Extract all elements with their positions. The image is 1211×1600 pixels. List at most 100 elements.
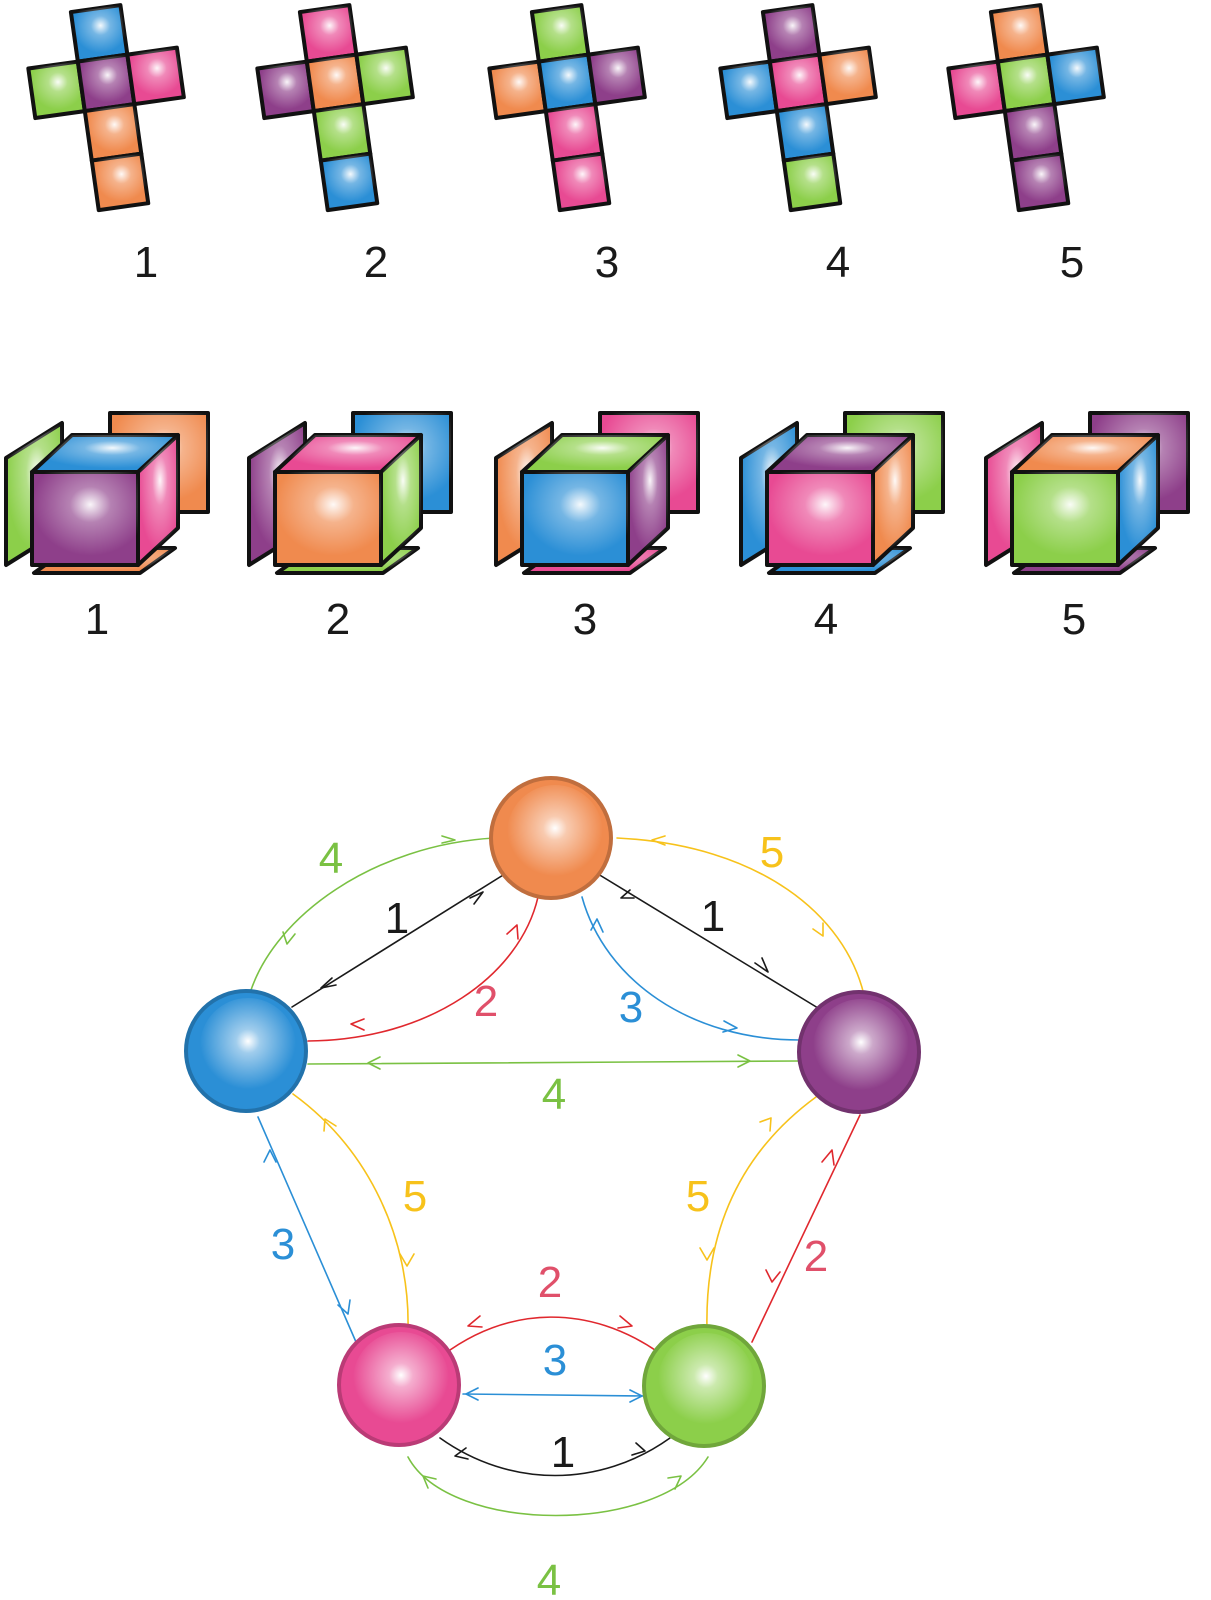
edge-labels: 4 1 5 1 2 3 4 5 3 5 2 2 3 1 4 <box>271 828 828 1600</box>
cube-2-label: 2 <box>326 595 350 644</box>
net-1-face-bottom1-sheen <box>84 104 142 161</box>
arrowhead-purple-from-green-2 <box>821 1149 835 1166</box>
edge-purple-green-5 <box>706 1096 817 1331</box>
edge-label-orange-blue-2: 2 <box>474 977 498 1026</box>
net-2-face-bottom1-sheen <box>313 104 371 161</box>
cube-4-label: 4 <box>814 595 838 644</box>
net-5-label: 5 <box>1060 238 1084 287</box>
net-3-face-right-sheen <box>588 47 645 105</box>
graph-edges <box>249 837 865 1517</box>
node-purple <box>797 990 921 1114</box>
cube-5-right-sheen <box>1118 435 1158 565</box>
arrowhead-orange-from-blue-4 <box>441 835 456 844</box>
arrowhead-purple-from-green-5 <box>759 1117 772 1132</box>
arrowhead-blue-from-purple-4 <box>367 1056 381 1070</box>
net-5-face-center-sheen <box>997 54 1055 112</box>
arrowhead-pink-from-green-3 <box>465 1387 479 1401</box>
arrowhead-blue-from-orange-2 <box>350 1018 365 1031</box>
edge-label-blue-pink-3: 3 <box>271 1220 295 1269</box>
arrowhead-purple-from-orange-5 <box>812 922 824 937</box>
arrowhead-pink-from-green-1 <box>454 1447 469 1460</box>
net-4-face-bottom2-sheen <box>783 153 841 211</box>
node-green <box>642 1324 766 1448</box>
edge-arrowheads <box>263 835 835 1490</box>
net-4-face-top-sheen <box>762 5 820 62</box>
arrowhead-green-from-purple-2 <box>765 1269 781 1283</box>
edge-blue-pink-3 <box>257 1116 357 1343</box>
arrowhead-green-from-pink-3 <box>629 1389 643 1403</box>
cube-1-right-sheen <box>138 435 178 565</box>
net-1 <box>26 3 186 213</box>
net-1-face-left-sheen <box>28 61 85 119</box>
arrowhead-blue-from-pink-5 <box>323 1118 337 1132</box>
net-2-face-right-sheen <box>356 47 413 105</box>
edge-label-blue-orange-1: 1 <box>385 894 409 943</box>
cube-1-top-sheen <box>32 435 178 472</box>
net-2-face-center-sheen <box>306 54 364 112</box>
net-3 <box>487 3 647 213</box>
cube-2-top-sheen <box>275 435 421 472</box>
arrowhead-blue-from-orange-4 <box>282 931 296 945</box>
arrowhead-green-from-pink-1 <box>631 1442 646 1456</box>
edge-orange-blue-2 <box>307 896 539 1042</box>
net-1-face-center-sheen <box>77 54 135 112</box>
edge-blue-pink-5 <box>292 1093 409 1330</box>
cube-5-top-sheen <box>1012 435 1158 472</box>
cube-5-front-sheen <box>1012 472 1118 565</box>
arrowhead-green-from-purple-5 <box>699 1247 715 1261</box>
edge-orange-purple-3 <box>581 896 801 1041</box>
net-4-face-left-sheen <box>720 61 777 119</box>
cube-1 <box>4 411 210 575</box>
node-orange <box>489 776 613 900</box>
net-2-face-left-sheen <box>257 61 314 119</box>
edge-label-pink-green-3: 3 <box>543 1336 567 1385</box>
net-1-face-bottom2-sheen <box>91 153 149 211</box>
net-3-face-bottom1-sheen <box>545 104 603 161</box>
net-3-face-bottom2-sheen <box>552 153 610 211</box>
cube-nets-row: 1 2 3 4 5 <box>26 3 1106 287</box>
net-2-face-bottom2-sheen <box>320 153 378 211</box>
cube-3-right-sheen <box>628 435 668 565</box>
edge-purple-orange-5 <box>616 837 865 996</box>
arrowhead-pink-from-green-4 <box>422 1475 437 1489</box>
cube-1-label: 1 <box>85 595 109 644</box>
edge-purple-green-2 <box>751 1114 861 1343</box>
arrowhead-orange-from-blue-1 <box>469 891 484 905</box>
arrowhead-orange-from-purple-5 <box>651 835 666 846</box>
cube-4-front-sheen <box>767 472 873 565</box>
net-4-face-right-sheen <box>819 47 876 105</box>
cube-4-top-sheen <box>767 435 913 472</box>
edge-blue-orange-1 <box>291 871 509 1008</box>
edge-label-purple-orange-5: 5 <box>760 828 784 877</box>
node-green-shine <box>658 1333 754 1429</box>
edge-pink-green-1 <box>439 1437 671 1477</box>
net-5-face-bottom2-sheen <box>1011 153 1069 211</box>
node-pink-shine <box>353 1332 449 1428</box>
net-1-face-right-sheen <box>127 47 184 105</box>
cube-4-right-sheen <box>873 435 913 565</box>
cube-1-front-sheen <box>32 472 138 565</box>
arrowhead-pink-from-blue-5 <box>399 1253 415 1267</box>
arrowhead-green-from-pink-4 <box>667 1475 682 1490</box>
edge-blue-purple-4 <box>307 1060 800 1065</box>
node-pink <box>337 1323 461 1447</box>
edge-pink-green-2 <box>442 1316 659 1356</box>
net-2-face-top-sheen <box>299 5 357 62</box>
arrowhead-green-from-pink-2 <box>617 1315 633 1329</box>
arrowhead-orange-from-blue-2 <box>506 924 519 940</box>
arrowhead-pink-from-blue-3 <box>337 1299 351 1315</box>
net-2 <box>255 3 415 213</box>
edge-label-blue-orange-4: 4 <box>319 834 343 883</box>
cube-3-label: 3 <box>573 595 597 644</box>
net-3-face-top-sheen <box>531 5 589 62</box>
edge-label-pink-green-2: 2 <box>538 1258 562 1307</box>
edge-label-blue-purple-4: 4 <box>542 1070 566 1119</box>
cube-4 <box>739 411 945 575</box>
net-1-face-top-sheen <box>70 5 128 62</box>
arrowhead-purple-from-orange-1 <box>754 957 769 973</box>
arrowhead-blue-from-pink-3 <box>263 1149 277 1163</box>
graph-nodes <box>184 776 921 1448</box>
edge-label-purple-orange-1: 1 <box>701 892 725 941</box>
net-5-face-bottom1-sheen <box>1004 104 1062 161</box>
